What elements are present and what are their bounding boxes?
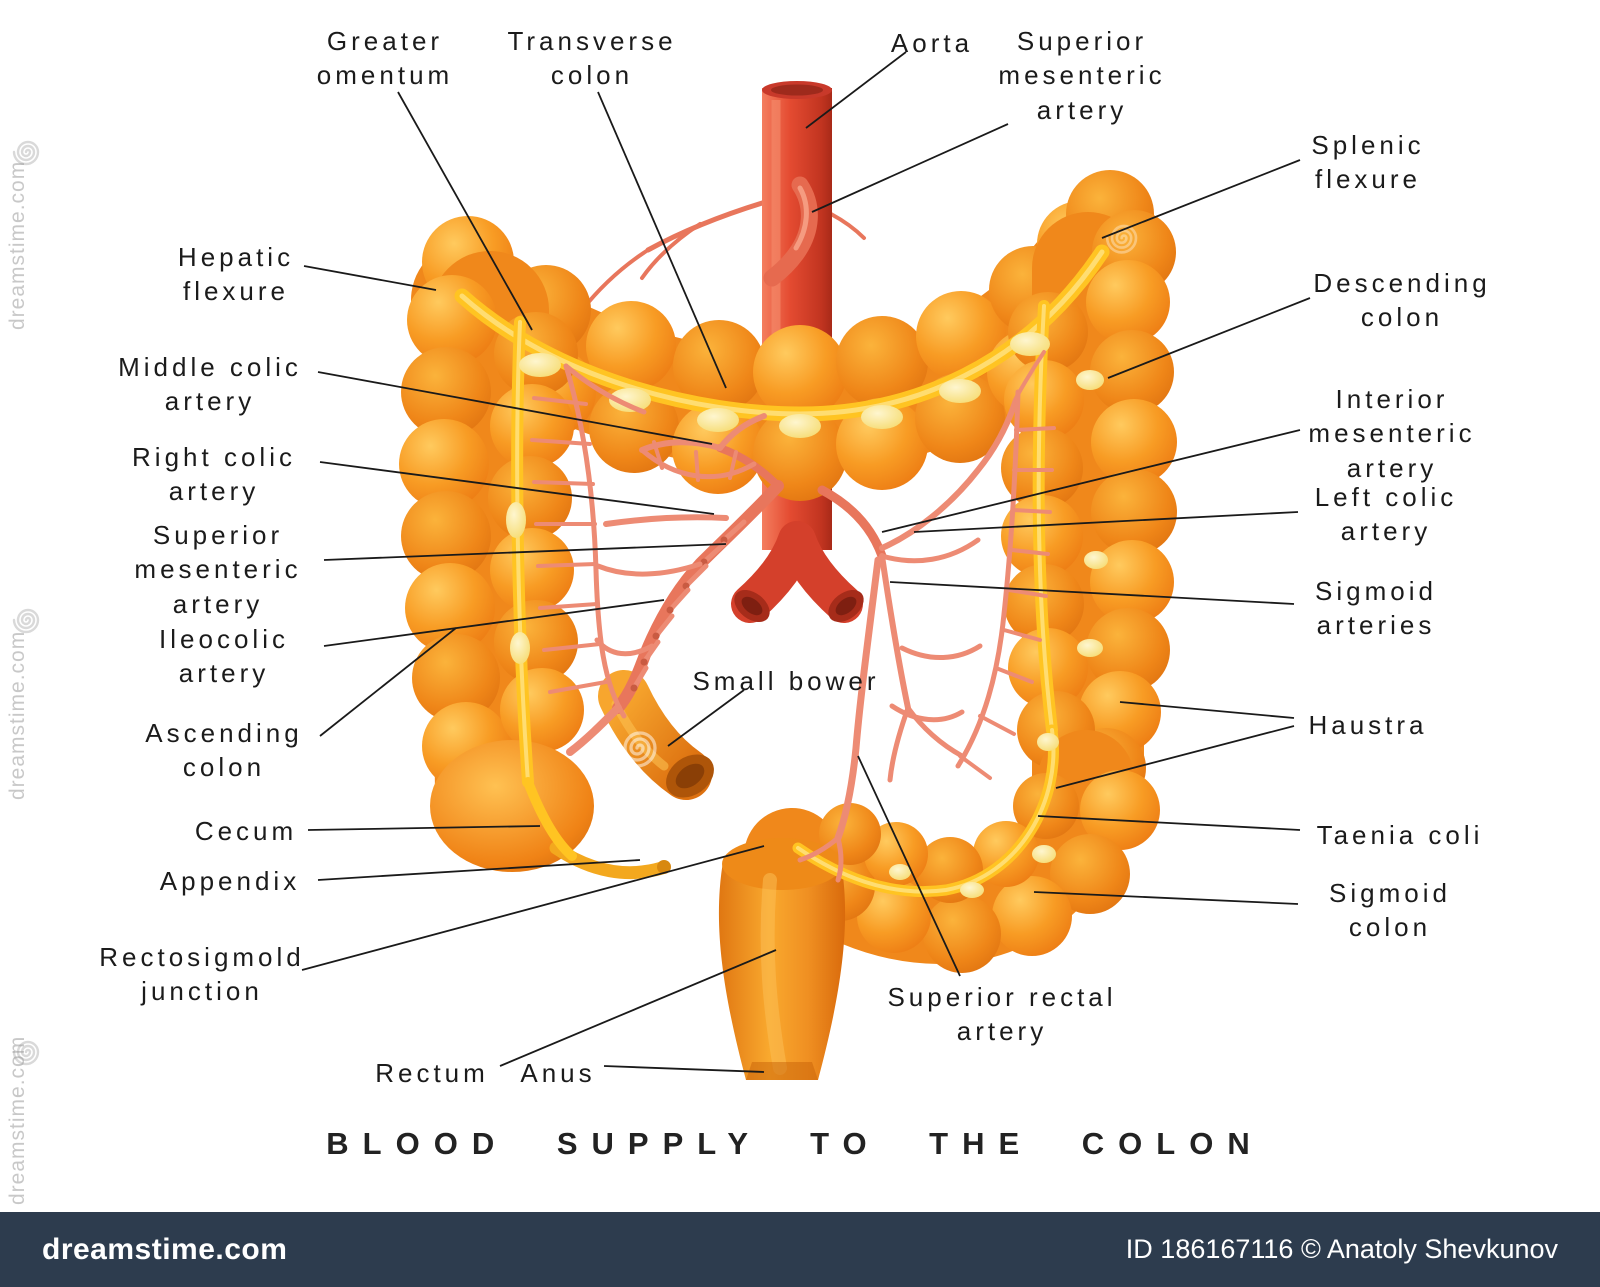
- leader-sigmoid-colon: [1033, 891, 1299, 905]
- leader-anus: [603, 1065, 765, 1073]
- label-haustra: Haustra: [1308, 710, 1428, 740]
- leader-rectosigmoid-junction: [301, 845, 765, 971]
- leader-greater-omentum: [397, 91, 533, 331]
- leader-taenia-coli: [1037, 815, 1301, 831]
- label-taenia-coli: Taenia coli: [1316, 820, 1484, 850]
- side-watermark-text: dreamstime.com: [6, 160, 29, 330]
- label-superior-mesenteric-artery-top: Superior mesenteric artery: [998, 26, 1166, 125]
- label-transverse-colon: Transverse colon: [507, 26, 677, 91]
- aorta-graphic: [731, 81, 864, 623]
- leader-transverse-colon: [597, 91, 727, 389]
- label-left-colic-artery: Left colic artery: [1314, 482, 1458, 547]
- leader-descending-colon: [1107, 297, 1311, 379]
- leader-lines: [301, 51, 1311, 1073]
- watermark-bar: dreamstime.com ID 186167116 © Anatoly Sh…: [0, 1212, 1600, 1287]
- label-sigmoid-colon: Sigmoid colon: [1329, 878, 1451, 943]
- label-middle-colic-artery: Middle colic artery: [118, 352, 302, 417]
- leader-right-colic-artery: [319, 461, 715, 515]
- leader-hepatic-flexure: [303, 265, 437, 291]
- label-appendix: Appendix: [159, 866, 301, 896]
- leader-cecum: [307, 825, 541, 831]
- leader-superior-rectal-artery: [857, 755, 961, 977]
- rectum-graphic: [718, 838, 846, 1080]
- label-ileocolic-artery: Ileocolic artery: [159, 624, 289, 689]
- label-cecum: Cecum: [194, 816, 298, 846]
- leader-haustra-2: [1055, 725, 1295, 789]
- label-small-bower: Small bower: [692, 666, 880, 696]
- leader-superior-mesenteric-artery-left: [323, 543, 727, 561]
- label-right-colic-artery: Right colic artery: [132, 442, 296, 507]
- omental-fat-blobs: [506, 332, 1108, 898]
- mesenteric-vessels: [530, 350, 1056, 883]
- label-superior-mesenteric-artery-left: Superior mesenteric artery: [134, 520, 302, 619]
- leader-interior-mesenteric-artery: [881, 429, 1301, 533]
- leader-ascending-colon: [319, 627, 457, 737]
- label-sigmoid-arteries: Sigmoid arteries: [1315, 576, 1437, 641]
- label-descending-colon: Descending colon: [1313, 268, 1491, 333]
- label-ascending-colon: Ascending colon: [145, 718, 303, 783]
- leader-appendix: [317, 859, 641, 881]
- leader-middle-colic-artery: [317, 371, 713, 445]
- leader-small-bower: [667, 689, 745, 747]
- leader-sigmoid-arteries: [889, 581, 1295, 605]
- watermark-credit-text: ID 186167116 © Anatoly Shevkunov: [1125, 1234, 1558, 1264]
- leader-left-colic-artery: [913, 511, 1299, 533]
- page-title: BLOOD SUPPLY TO THE COLON: [326, 1126, 1264, 1161]
- leader-ileocolic-artery: [323, 599, 665, 647]
- label-rectosigmoid-junction: Rectosigmold junction: [99, 942, 305, 1007]
- leader-haustra-1: [1119, 701, 1295, 719]
- label-hepatic-flexure: Hepatic flexure: [177, 242, 295, 307]
- label-rectum: Rectum: [375, 1058, 489, 1088]
- small-bowel-graphic: [598, 670, 714, 800]
- leader-rectum: [499, 949, 777, 1067]
- label-aorta: Aorta: [890, 28, 974, 58]
- leader-aorta: [805, 51, 907, 129]
- watermark-site-text: dreamstime.com: [42, 1232, 288, 1266]
- leader-superior-mesenteric-artery-top: [811, 123, 1009, 213]
- dreamstime-swirl-icon: [12, 608, 40, 634]
- side-watermark-text: dreamstime.com: [6, 1035, 29, 1205]
- label-interior-mesenteric-artery: Interior mesenteric artery: [1308, 384, 1476, 483]
- side-watermark-text: dreamstime.com: [6, 630, 29, 800]
- label-greater-omentum: Greater omentum: [316, 26, 454, 91]
- label-splenic-flexure: Splenic flexure: [1311, 130, 1425, 195]
- leader-splenic-flexure: [1101, 159, 1301, 239]
- label-superior-rectal-artery: Superior rectal artery: [887, 982, 1117, 1047]
- label-anus: Anus: [520, 1058, 596, 1088]
